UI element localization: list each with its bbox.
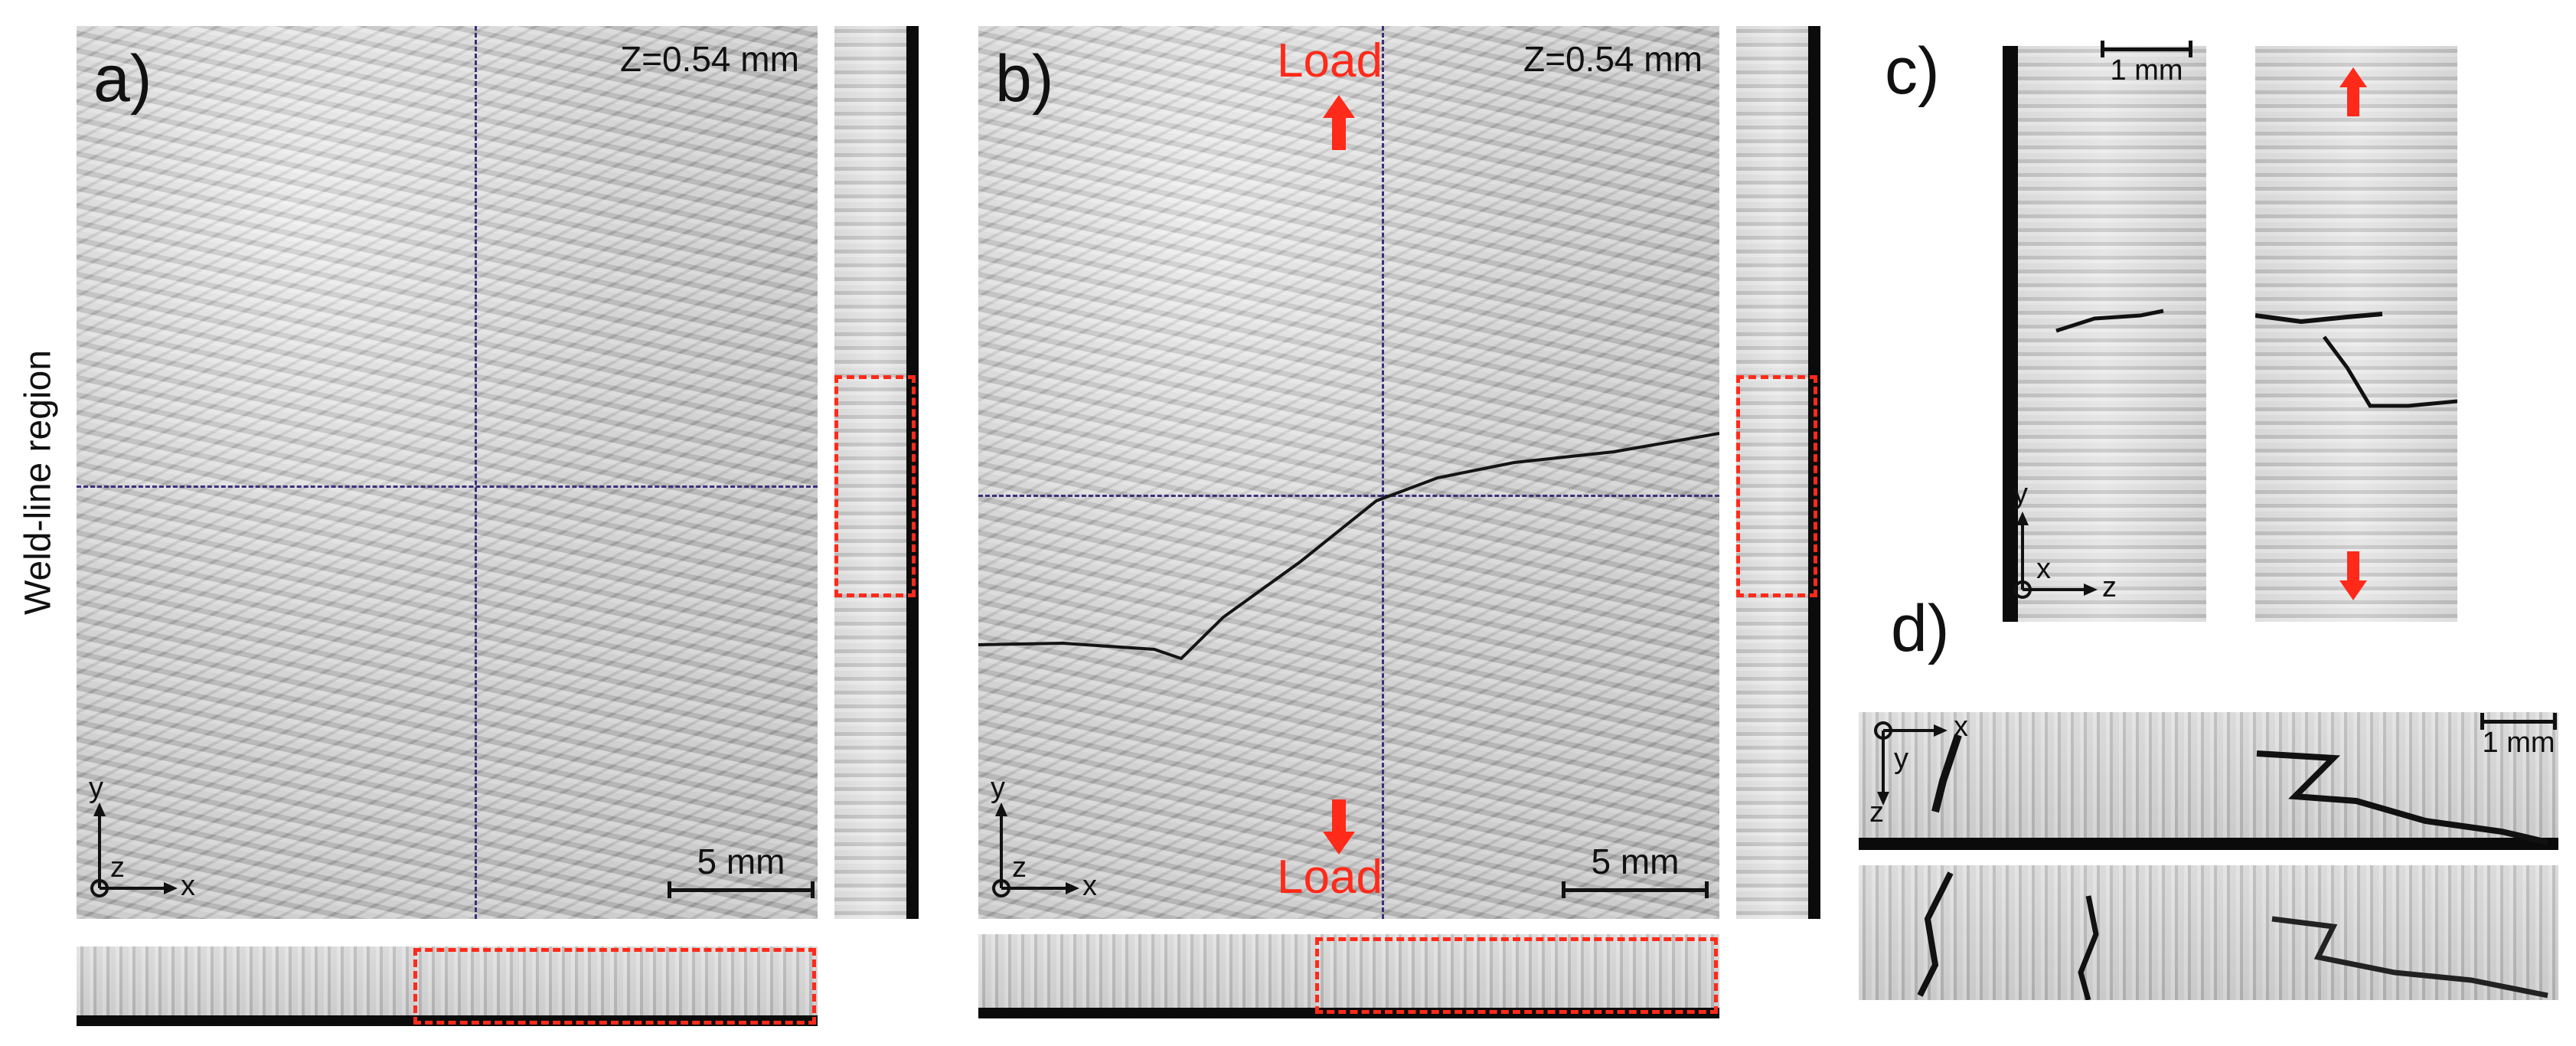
load-arrow-up-icon <box>1323 95 1355 150</box>
axis-z-label: z <box>1012 852 1027 884</box>
panel-a-axis-triad: y z x <box>83 772 213 911</box>
crack-path <box>2255 312 2457 408</box>
panel-d-scalebar-label: 1 mm <box>2482 727 2555 759</box>
panel-a-side-slice <box>834 26 919 919</box>
panel-c-right-image <box>2255 46 2457 622</box>
side-label: Weld-line region <box>15 291 61 674</box>
load-arrow-down-icon <box>1323 799 1355 855</box>
panel-b-axis-triad: y z x <box>984 772 1115 911</box>
panel-c-axis-triad: y x z <box>2010 478 2140 613</box>
scalebar-line <box>2480 713 2557 730</box>
guide-vertical <box>475 26 477 919</box>
panel-a-scalebar: 5 mm <box>668 841 815 898</box>
side-label-text: Weld-line region <box>18 350 59 615</box>
crack-path <box>1931 734 2548 845</box>
load-arrow-up-icon <box>2339 67 2367 116</box>
panel-c-left-image <box>2003 46 2206 622</box>
roi-box <box>413 948 816 1025</box>
panel-d-scalebar: 1 mm <box>2480 713 2557 760</box>
axis-arrows <box>992 802 1079 897</box>
guide-horizontal <box>978 495 1719 497</box>
guide-vertical <box>1382 26 1384 919</box>
axis-arrows <box>1874 721 1948 806</box>
panel-b-z-label: Z=0.54 mm <box>1523 39 1703 79</box>
axis-y-label: y <box>89 772 103 804</box>
panel-d-top-image <box>1859 712 2558 850</box>
scalebar-line <box>668 881 815 898</box>
axis-x-label: x <box>2036 553 2051 585</box>
roi-box <box>1315 937 1718 1014</box>
panel-d-label: d) <box>1891 592 1950 665</box>
axis-x-label: x <box>1082 870 1097 902</box>
load-label-top: Load <box>1277 34 1383 87</box>
scalebar-line <box>1562 881 1709 898</box>
panel-b-label: b) <box>995 42 1054 116</box>
axis-arrows <box>90 802 178 897</box>
panel-d-axis-triad: x y z <box>1868 711 1990 829</box>
axis-x-label: x <box>181 870 195 902</box>
axis-y-label: y <box>991 772 1005 804</box>
axis-x-label: x <box>1954 711 1968 743</box>
panel-d-bottom-image <box>1859 865 2558 1000</box>
crack-path <box>978 432 1719 661</box>
load-arrow-down-icon <box>2339 551 2367 600</box>
panel-b-side-slice <box>1736 26 1820 919</box>
panel-a-z-label: Z=0.54 mm <box>620 39 799 79</box>
panel-c-label: c) <box>1885 34 1940 108</box>
panel-a-main-image <box>77 26 818 919</box>
crack-path <box>2055 309 2164 333</box>
panel-b-main-image <box>978 26 1719 919</box>
panel-b-scalebar: 5 mm <box>1562 841 1709 898</box>
axis-arrows <box>2013 512 2098 599</box>
axis-z-label: z <box>110 852 125 884</box>
axis-z-label: z <box>2102 571 2117 603</box>
roi-box <box>1736 375 1817 597</box>
roi-box <box>834 375 916 597</box>
load-label-bottom: Load <box>1277 851 1383 904</box>
panel-a-scalebar-label: 5 mm <box>697 842 785 881</box>
axis-y-label: y <box>2013 478 2028 510</box>
panel-b-bottom-slice <box>978 934 1719 1018</box>
panel-a-bottom-slice <box>77 946 818 1026</box>
panel-a-label: a) <box>93 42 152 116</box>
panel-c-scalebar: 1 mm <box>2101 41 2192 87</box>
axis-z-label: z <box>1869 796 1884 829</box>
scalebar-line <box>2101 41 2192 57</box>
panel-b-scalebar-label: 5 mm <box>1591 842 1680 881</box>
axis-y-label: y <box>1894 743 1908 775</box>
panel-c-scalebar-label: 1 mm <box>2110 54 2183 87</box>
guide-horizontal <box>77 485 818 488</box>
crack-path <box>1917 871 2548 1000</box>
